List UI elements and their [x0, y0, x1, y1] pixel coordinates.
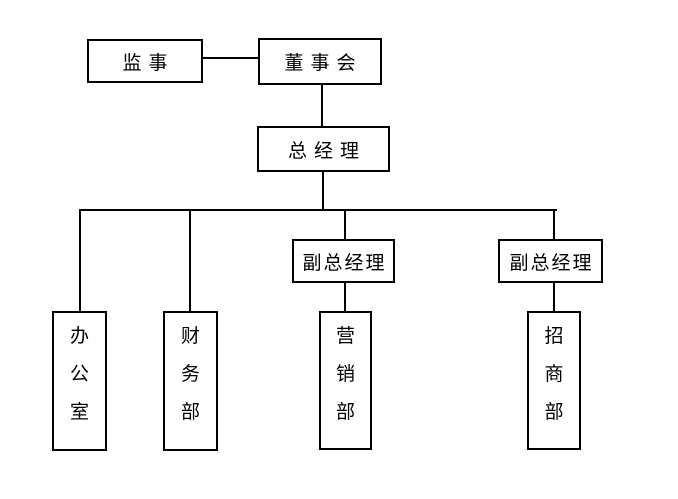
connector-bus-office — [79, 209, 81, 311]
node-investment-department: 招商部 — [527, 311, 581, 450]
connector-deputy-gm-1-marketing-dept — [344, 282, 346, 312]
connector-general-manager-bus — [322, 172, 324, 211]
node-deputy-general-manager-2: 副总经理 — [498, 239, 603, 283]
connector-deputy-gm-2-investment-dept — [553, 282, 555, 312]
connector-bus-horizontal — [79, 209, 557, 211]
node-deputy-general-manager-1: 副总经理 — [292, 239, 395, 283]
node-general-manager: 总经理 — [257, 126, 390, 172]
node-finance-department: 财务部 — [163, 311, 218, 451]
connector-supervisor-board — [203, 57, 258, 59]
node-marketing-department: 营销部 — [319, 311, 372, 450]
node-office: 办公室 — [52, 311, 107, 451]
connector-bus-deputy-gm-1 — [344, 209, 346, 240]
connector-board-general-manager — [321, 85, 323, 126]
connector-bus-deputy-gm-2 — [553, 209, 555, 240]
node-supervisor: 监事 — [87, 39, 203, 83]
node-board-of-directors: 董事会 — [258, 38, 382, 85]
connector-bus-finance-dept — [189, 209, 191, 311]
